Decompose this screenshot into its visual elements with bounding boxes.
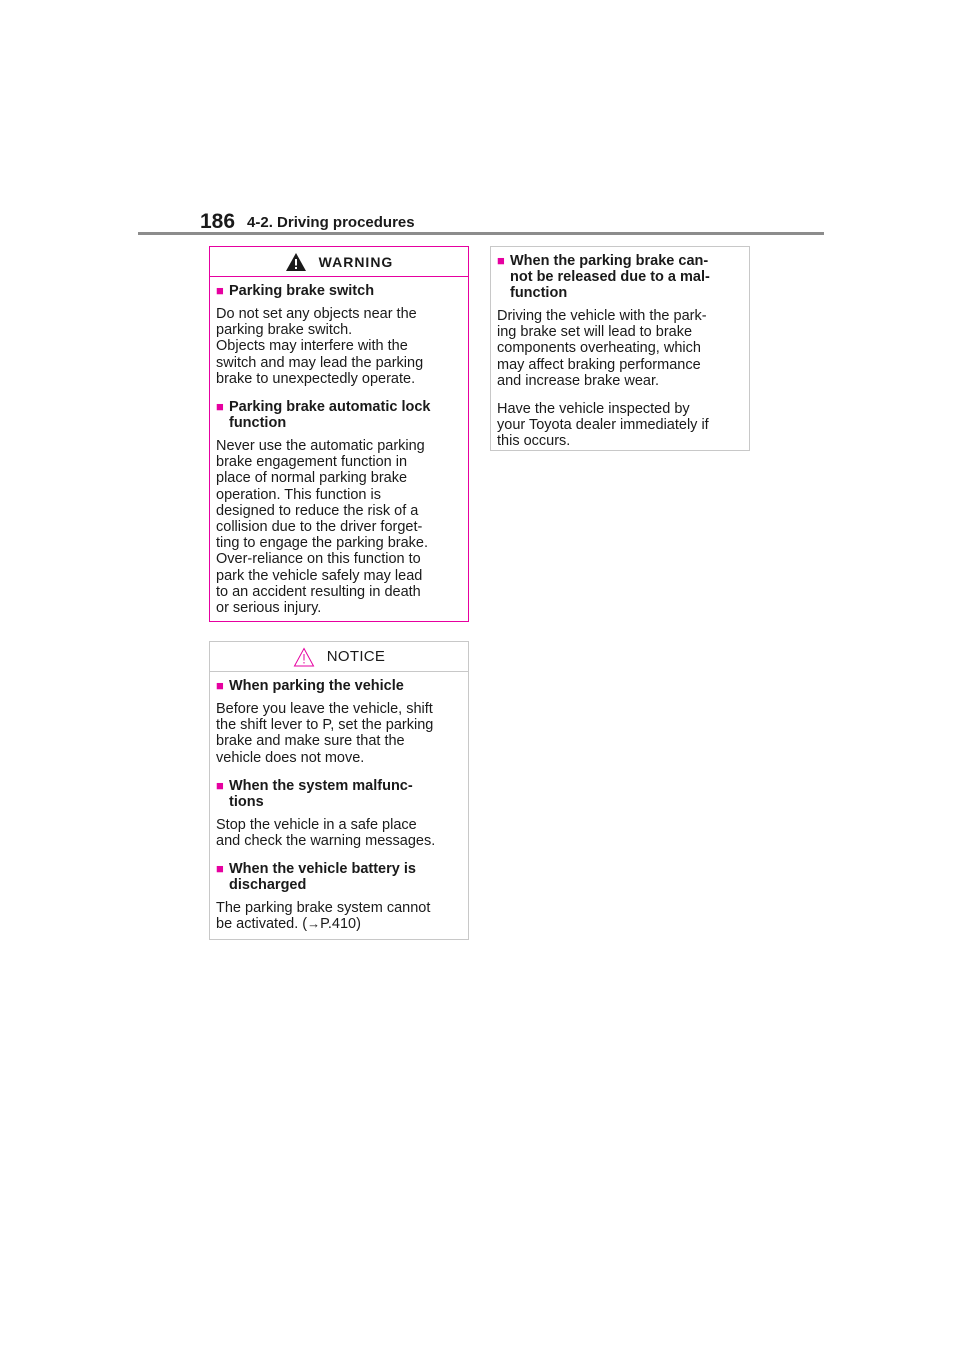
- item-text-before: The parking brake system cannot be activ…: [216, 900, 431, 933]
- bullet-marker: ■: [216, 399, 224, 415]
- header-rule: [138, 232, 824, 235]
- notice-item: ■ When the vehicle battery is discharged…: [216, 861, 462, 932]
- item-text: Never use the automatic parking brake en…: [216, 438, 429, 617]
- notice-item: ■ When parking the vehicle Before you le…: [216, 678, 462, 766]
- notice-box: NOTICE ■ When parking the vehicle Before…: [209, 641, 469, 940]
- page-reference-link[interactable]: P.410: [320, 916, 357, 933]
- item-text: Before you leave the vehicle, shift the …: [216, 701, 434, 766]
- item-text: Stop the vehicle in a safe place and che…: [216, 816, 436, 850]
- warning-box: WARNING ■ Parking brake switch Do not se…: [209, 246, 469, 622]
- item-heading: When parking the vehicle: [229, 678, 404, 694]
- item-text: The parking brake system cannot be activ…: [216, 900, 462, 932]
- item-heading: When the system malfunc- tions: [229, 777, 413, 810]
- item-text-after: ): [356, 916, 361, 933]
- warning-item: ■ When the parking brake can- not be rel…: [497, 253, 743, 389]
- bullet-marker: ■: [216, 678, 224, 693]
- warning-item-continued: Have the vehicle inspected by your Toyot…: [497, 401, 743, 450]
- warning-item: ■ Parking brake automatic lock function …: [216, 399, 462, 616]
- continued-warning-box: ■ When the parking brake can- not be rel…: [490, 246, 750, 451]
- item-heading: When the vehicle battery is discharged: [229, 861, 416, 894]
- warning-triangle-icon: [285, 252, 307, 272]
- bullet-marker: ■: [216, 861, 224, 877]
- page-number: 186: [200, 210, 236, 233]
- item-heading: Parking brake automatic lock function: [229, 399, 431, 432]
- warning-item: ■ Parking brake switch Do not set any ob…: [216, 283, 462, 387]
- arrow-icon: →: [307, 916, 321, 932]
- item-heading: When the parking brake can- not be relea…: [510, 253, 710, 301]
- item-text: Do not set any objects near the parking …: [216, 306, 424, 387]
- page-header: 186 4-2. Driving procedures: [200, 204, 415, 234]
- item-text: Driving the vehicle with the park- ing b…: [497, 308, 707, 389]
- warning-label: WARNING: [318, 253, 394, 270]
- bullet-marker: ■: [497, 253, 505, 268]
- bullet-marker: ■: [216, 777, 224, 793]
- warning-box-header: WARNING: [210, 247, 468, 277]
- notice-item: ■ When the system malfunc- tions Stop th…: [216, 778, 462, 849]
- notice-box-header: NOTICE: [210, 642, 468, 672]
- item-heading: Parking brake switch: [229, 283, 375, 299]
- item-text: Have the vehicle inspected by your Toyot…: [497, 401, 709, 450]
- notice-label: NOTICE: [326, 648, 386, 665]
- bullet-marker: ■: [216, 283, 224, 298]
- notice-triangle-icon: [293, 646, 315, 667]
- section-title: 4-2. Driving procedures: [247, 214, 415, 231]
